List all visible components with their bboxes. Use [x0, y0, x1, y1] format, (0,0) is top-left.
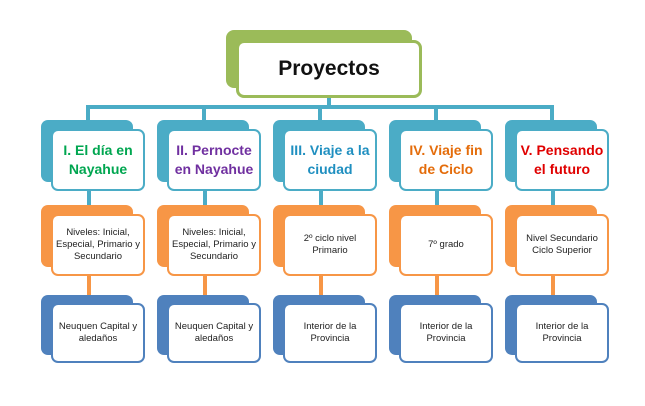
location-box: Neuquen Capital y aledaños	[167, 303, 261, 363]
level-connector	[203, 182, 207, 212]
branch-connector-5	[550, 105, 554, 123]
project-column-5: V. Pensando el futuro Nivel Secundario C…	[505, 0, 611, 406]
project-column-4: IV. Viaje fin de Ciclo 7º grado Interior…	[389, 0, 495, 406]
branch-connector-4	[434, 105, 438, 123]
project-column-1: I. El día en Nayahue Niveles: Inicial, E…	[41, 0, 147, 406]
level-connector	[319, 182, 323, 212]
level-connector	[203, 270, 207, 300]
project-title: III. Viaje a la ciudad	[283, 129, 377, 191]
location-box: Interior de la Provincia	[283, 303, 377, 363]
project-column-2: II. Pernocte en Nayahue Niveles: Inicial…	[157, 0, 263, 406]
level-connector	[319, 270, 323, 300]
branch-connector-1	[86, 105, 90, 123]
level-connector	[551, 182, 555, 212]
project-title: II. Pernocte en Nayahue	[167, 129, 261, 191]
audience-box: Nivel Secundario Ciclo Superior	[515, 214, 609, 276]
level-connector	[87, 270, 91, 300]
branch-connector-2	[202, 105, 206, 123]
project-column-3: III. Viaje a la ciudad 2º ciclo nivel Pr…	[273, 0, 379, 406]
level-connector	[87, 182, 91, 212]
branch-connector-3	[318, 105, 322, 123]
location-box: Interior de la Provincia	[515, 303, 609, 363]
level-connector	[435, 182, 439, 212]
audience-box: Niveles: Inicial, Especial, Primario y S…	[167, 214, 261, 276]
audience-box: 2º ciclo nivel Primario	[283, 214, 377, 276]
location-box: Interior de la Provincia	[399, 303, 493, 363]
project-title: V. Pensando el futuro	[515, 129, 609, 191]
audience-box: Niveles: Inicial, Especial, Primario y S…	[51, 214, 145, 276]
root-node: Proyectos	[236, 40, 422, 98]
level-connector	[435, 270, 439, 300]
location-box: Neuquen Capital y aledaños	[51, 303, 145, 363]
audience-box: 7º grado	[399, 214, 493, 276]
level-connector	[551, 270, 555, 300]
project-title: IV. Viaje fin de Ciclo	[399, 129, 493, 191]
project-title: I. El día en Nayahue	[51, 129, 145, 191]
root-connector	[327, 98, 331, 107]
